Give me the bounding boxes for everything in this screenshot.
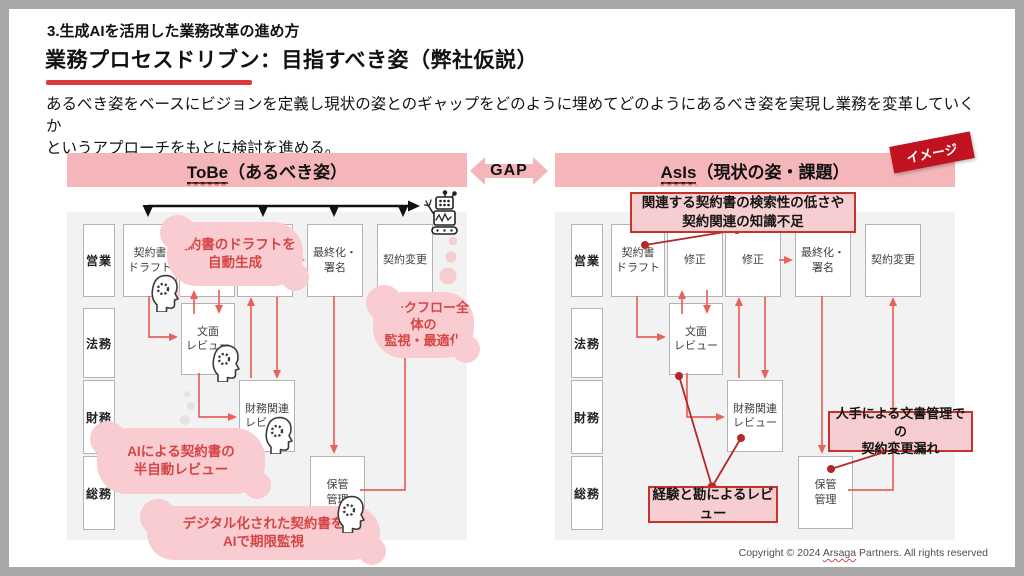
robot-thought-dots	[439, 237, 457, 285]
ai-head-icon	[151, 274, 179, 312]
asis-header-bar: AsIs（現状の姿・課題）	[555, 153, 955, 187]
asis-lane-general: 総務	[571, 456, 603, 530]
asis-header-rest: （現状の姿・課題）	[696, 162, 850, 182]
copyright-prefix: Copyright © 2024	[738, 547, 823, 559]
asis-box-change: 契約変更	[865, 224, 921, 297]
asis-box-fix2: 修正	[725, 224, 781, 297]
asis-box-storage: 保管 管理	[798, 456, 853, 529]
tobe-lane-sales: 営業	[83, 224, 115, 297]
asis-issue-searchability: 関連する契約書の検索性の低さや 契約関連の知識不足	[630, 192, 856, 233]
tobe-header-bar: ToBe（あるべき姿）	[67, 153, 467, 187]
tobe-cloud-auto-draft: 契約書のドラフトを 自動生成	[160, 215, 309, 291]
ai-head-icon	[265, 416, 293, 454]
tobe-header-em: ToBe	[186, 162, 229, 184]
asis-box-final: 最終化・ 署名	[795, 224, 851, 297]
gap-indicator: GAP	[470, 157, 548, 185]
lead-line1: あるべき姿をベースにビジョンを定義し現状の姿とのギャップをどのように埋めてどのよ…	[46, 96, 975, 135]
ai-head-icon	[337, 495, 365, 533]
copyright-suffix: Partners. All rights reserved	[856, 547, 988, 559]
asis-lane-finance: 財務	[571, 380, 603, 454]
gap-arrow-left-icon	[470, 157, 485, 185]
tobe-flow-arrows	[148, 256, 409, 491]
lead-paragraph: あるべき姿をベースにビジョンを定義し現状の姿とのギャップをどのように埋めてどのよ…	[46, 94, 976, 160]
robot-icon	[423, 190, 458, 235]
tobe-cloud-semi-auto-review: AIによる契約書の 半自動レビュー	[90, 421, 271, 499]
slide-kicker: 3.生成AIを活用した業務改革の進め方	[47, 23, 300, 40]
asis-box-draft: 契約書 ドラフト	[611, 224, 665, 297]
asis-lane-sales: 営業	[571, 224, 603, 297]
gap-label: GAP	[490, 162, 528, 179]
ai-orchestration-line	[142, 200, 420, 217]
asis-issue-manual-docs: 人手による文書管理での 契約変更漏れ	[828, 406, 973, 456]
gap-bar	[484, 164, 534, 178]
asis-header-em: AsIs	[660, 162, 697, 184]
tobe-box-change: 契約変更	[377, 224, 433, 297]
tobe-cloud-workflow: ワークフロー全体の 監視・最適化	[366, 285, 480, 363]
copyright-brand: Arsaga	[822, 547, 857, 559]
copyright: Copyright © 2024 Arsaga Partners. All ri…	[739, 547, 988, 559]
tobe-box-final: 最終化・ 署名	[307, 224, 363, 297]
tobe-header-rest: （あるべき姿）	[228, 162, 348, 182]
page-title: 業務プロセスドリブン：目指すべき姿（弊社仮説）	[45, 49, 539, 72]
gap-arrow-right-icon	[533, 157, 548, 185]
title-underline	[46, 80, 252, 85]
asis-issue-gut-review: 経験と勘によるレビュー	[648, 486, 778, 523]
asis-flow-arrows	[636, 256, 897, 491]
ai-head-icon	[212, 344, 240, 382]
asis-box-review: 文面 レビュー	[669, 303, 723, 375]
asis-lane-legal: 法務	[571, 308, 603, 378]
asis-box-fin-review: 財務関連 レビュー	[727, 380, 783, 452]
tobe-lane-legal: 法務	[83, 308, 115, 378]
lead-line2: というアプローチをもとに検討を進める。	[46, 140, 341, 157]
